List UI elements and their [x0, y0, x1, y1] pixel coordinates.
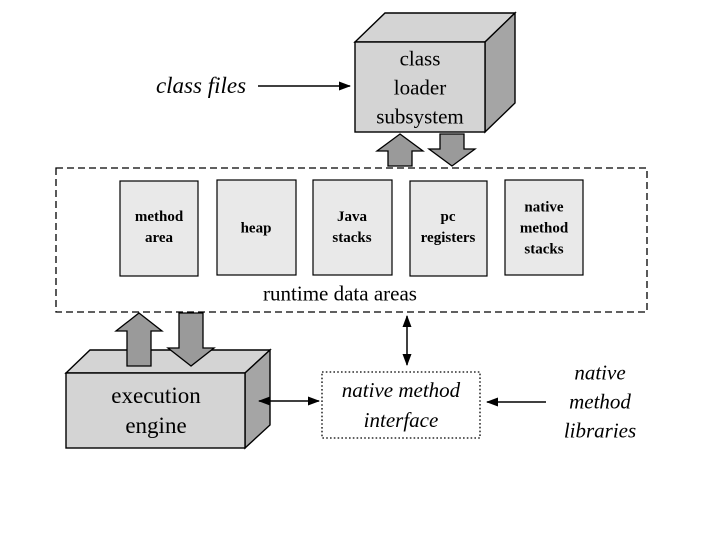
native-method-interface-label-line: native method [341, 378, 461, 402]
heap-label-line: heap [240, 220, 272, 237]
heap-label: heap [241, 219, 272, 240]
pc-registers-box [409, 180, 488, 277]
execution-engine-box-front [65, 372, 246, 449]
class-loader-label-line: loader [393, 75, 447, 100]
execution-engine-label-line: engine [125, 413, 187, 438]
native-method-libraries-label-line: method [569, 389, 631, 414]
pc-registers-label: pc registers [421, 207, 476, 249]
method-area-label-line: area [144, 230, 174, 246]
native-method-libraries-label-line: libraries [563, 418, 637, 443]
execution-engine-label: execution engine [111, 381, 200, 441]
engine-up-block-arrow-icon [114, 312, 164, 367]
native-method-interface-box [321, 371, 481, 439]
native-method-stacks-box [504, 179, 584, 276]
native-method-interface-label-line: interface [363, 408, 439, 432]
class-loader-label-line: subsystem [376, 104, 464, 129]
java-stacks-label-line: Java [336, 209, 367, 225]
pc-registers-label-line: pc [440, 209, 456, 225]
java-stacks-label-line: stacks [332, 230, 372, 246]
pc-registers-label-line: registers [420, 230, 476, 246]
class-files-label: class files [155, 73, 247, 98]
method-area-label-line: method [134, 209, 184, 225]
native-method-stacks-label-line: stacks [524, 241, 564, 258]
runtime-data-areas-border [55, 167, 648, 313]
runtime-data-areas-title: runtime data areas [263, 281, 417, 306]
native-method-stacks-label: native method stacks [520, 198, 568, 261]
native-method-libraries-label-line: native [574, 360, 626, 385]
method-area-label: method area [135, 207, 183, 249]
classloader-up-block-arrow-icon [375, 133, 425, 167]
class-loader-label-line: class [399, 46, 441, 71]
classloader-down-block-arrow-icon [427, 133, 477, 167]
engine-down-block-arrow-icon [166, 312, 216, 367]
execution-engine-box [64, 348, 272, 450]
java-stacks-label: Java stacks [332, 207, 371, 249]
class-loader-box [353, 11, 517, 134]
execution-engine-label-line: execution [111, 383, 201, 408]
native-method-stacks-label-line: method [519, 220, 569, 237]
execution-engine-box-top [64, 349, 272, 374]
native-method-interface-label: native method interface [342, 375, 460, 435]
heap-box [216, 179, 297, 276]
native-method-stacks-label-line: native [524, 199, 564, 216]
method-area-box [119, 180, 199, 277]
class-loader-label: class loader subsystem [376, 45, 464, 132]
class-loader-box-front [354, 41, 486, 133]
java-stacks-box [312, 179, 393, 276]
native-method-libraries-label: native method libraries [564, 359, 636, 446]
